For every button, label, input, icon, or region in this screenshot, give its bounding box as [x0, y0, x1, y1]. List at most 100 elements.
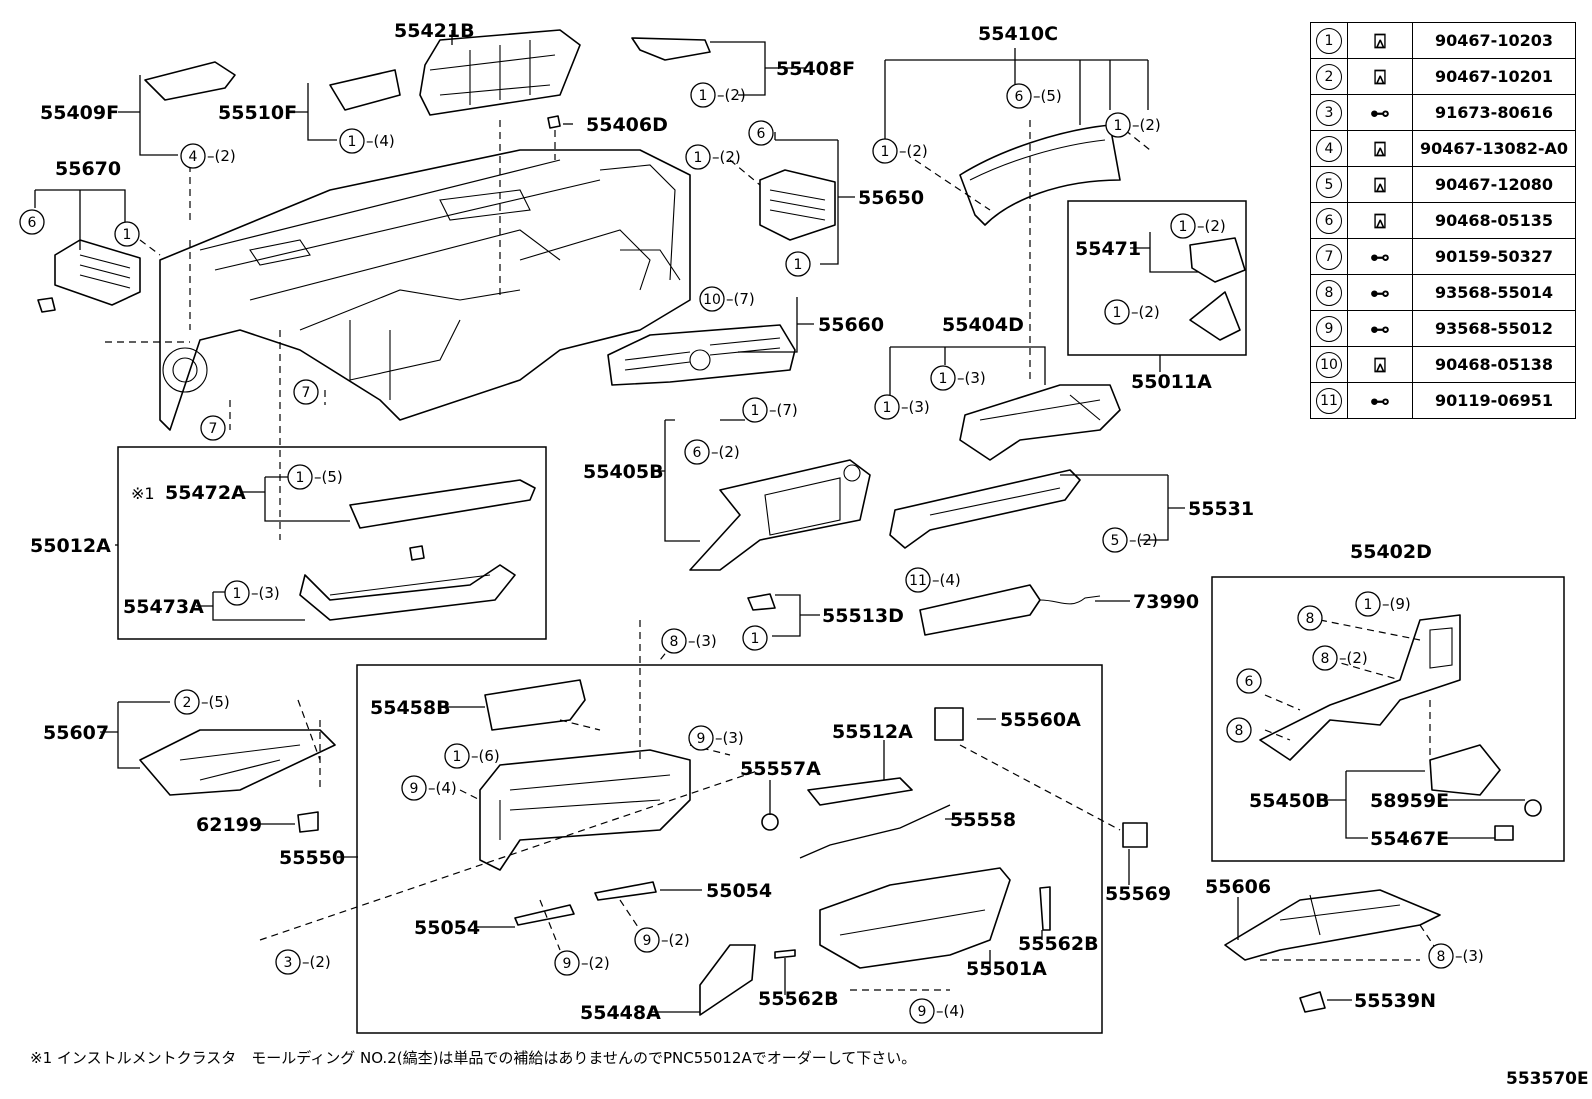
part-label[interactable]: 55512A: [832, 721, 913, 743]
part-label[interactable]: 55402D: [1350, 541, 1432, 563]
part-label[interactable]: 55405B: [583, 461, 664, 483]
legend-number: 11: [1310, 382, 1348, 419]
callout-number: 1: [881, 144, 890, 160]
part-label[interactable]: 55471: [1075, 238, 1141, 260]
callout-number: 10: [703, 292, 721, 308]
part-label[interactable]: 55472A: [165, 482, 246, 504]
legend-row: 7⊷90159-50327: [1310, 238, 1576, 275]
part-label[interactable]: 55054: [706, 880, 772, 902]
vent-55670-drawing: [54, 239, 141, 306]
legend-part-number[interactable]: 90467-10201: [1412, 58, 1576, 95]
part-label[interactable]: 73990: [1133, 591, 1199, 613]
legend-part-number[interactable]: 90467-12080: [1412, 166, 1576, 203]
legend-number: 4: [1310, 130, 1348, 167]
callout-number: 8: [1306, 611, 1315, 627]
clip-icon: ⍓: [1374, 64, 1386, 89]
legend-number-circle: 3: [1316, 99, 1342, 126]
legend-part-number[interactable]: 91673-80616: [1412, 94, 1576, 131]
part-label[interactable]: 55558: [950, 809, 1016, 831]
legend-number-circle: 9: [1316, 315, 1342, 342]
legend-part-number[interactable]: 93568-55012: [1412, 310, 1576, 347]
callout-number: 1: [233, 586, 242, 602]
legend-part-number[interactable]: 93568-55014: [1412, 274, 1576, 311]
clip-55539N-drawing: [1299, 991, 1326, 1013]
legend-part-number[interactable]: 90468-05138: [1412, 346, 1576, 383]
part-label[interactable]: 62199: [196, 814, 262, 836]
hinge-55054b-drawing: [594, 881, 657, 901]
part-label[interactable]: 55501A: [966, 958, 1047, 980]
part-label[interactable]: 55450B: [1249, 790, 1330, 812]
leader-lines: [34, 30, 1525, 1013]
part-label[interactable]: 55473A: [123, 596, 204, 618]
part-label[interactable]: 55560A: [1000, 709, 1081, 731]
callout-circle: [684, 439, 710, 465]
cover-55409F-drawing: [144, 61, 236, 101]
legend-part-number[interactable]: 90468-05135: [1412, 202, 1576, 239]
callout-circle: [1312, 645, 1338, 671]
clip-icon: ⍓: [1347, 130, 1413, 167]
part-label[interactable]: 55510F: [218, 102, 297, 124]
legend-number-circle: 11: [1316, 387, 1342, 414]
callout-1: 1 –(3): [224, 580, 280, 606]
callout-quantity: –(3): [251, 584, 280, 602]
callout-quantity: –(6): [471, 747, 500, 765]
bracket-55512A-drawing: [807, 777, 913, 806]
callout-6: 6–(5): [1006, 83, 1062, 109]
part-label[interactable]: 58959E: [1370, 790, 1449, 812]
part-label[interactable]: 55410C: [978, 23, 1058, 45]
callout-1: 1: [742, 625, 768, 651]
screw-icon: ⊷: [1347, 310, 1413, 347]
clip-icon: ⍓: [1347, 202, 1413, 239]
callout-circle: [742, 625, 768, 651]
part-label[interactable]: 55562B: [758, 988, 839, 1010]
callout-number: 2: [183, 695, 192, 711]
part-label[interactable]: 55606: [1205, 876, 1271, 898]
part-label[interactable]: 55531: [1188, 498, 1254, 520]
legend-part-number[interactable]: 90467-13082-A0: [1412, 130, 1576, 167]
legend-number-circle: 1: [1316, 27, 1342, 54]
callout-number: 11: [909, 573, 927, 589]
hinge-55054-drawing: [514, 904, 575, 926]
callout-circle: [401, 775, 427, 801]
part-label[interactable]: 55448A: [580, 1002, 661, 1024]
legend-number: 1: [1310, 22, 1348, 59]
legend-part-number[interactable]: 90159-50327: [1412, 238, 1576, 275]
part-label[interactable]: 55011A: [1131, 371, 1212, 393]
part-label[interactable]: 55409F: [40, 102, 119, 124]
footnote: ※1 インストルメントクラスタ モールディング NO.2(縞杢)は単品での補給は…: [30, 1049, 917, 1067]
legend-part-number[interactable]: 90119-06951: [1412, 382, 1576, 419]
part-label[interactable]: 55660: [818, 314, 884, 336]
frame-55550-drawing: [479, 749, 691, 871]
part-label[interactable]: 55550: [279, 847, 345, 869]
part-label[interactable]: 55513D: [822, 605, 904, 627]
part-label[interactable]: 55458B: [370, 697, 451, 719]
part-label[interactable]: 55408F: [776, 58, 855, 80]
callout-number: 1: [794, 257, 803, 273]
part-label[interactable]: 55562B: [1018, 933, 1099, 955]
callout-5: 5–(2): [1102, 527, 1158, 553]
part-label[interactable]: 55012A: [30, 535, 111, 557]
part-label[interactable]: 55670: [55, 158, 121, 180]
legend-part-number[interactable]: 90467-10203: [1412, 22, 1576, 59]
callout-6: 6–(2): [684, 439, 740, 465]
part-label[interactable]: 55557A: [740, 758, 821, 780]
screw-icon: ⊷: [1370, 244, 1390, 269]
part-label[interactable]: 55406D: [586, 114, 668, 136]
callout-circle: [742, 397, 768, 423]
legend-row: 1⍓90467-10203: [1310, 22, 1576, 59]
callout-quantity: –(3): [957, 369, 986, 387]
part-label[interactable]: 55569: [1105, 883, 1171, 905]
callout-number: 1: [883, 400, 892, 416]
part-label[interactable]: 55054: [414, 917, 480, 939]
part-label[interactable]: 55467E: [1370, 828, 1449, 850]
part-label[interactable]: 55404D: [942, 314, 1024, 336]
part-label[interactable]: 55421B: [394, 20, 475, 42]
cover-55510F-drawing: [329, 69, 401, 111]
part-label[interactable]: 55607: [43, 722, 109, 744]
panel-55471-drawing: [1189, 237, 1246, 283]
callout-1: 1–(7): [742, 397, 798, 423]
callout-1: 1: [114, 221, 140, 247]
part-label[interactable]: 55650: [858, 187, 924, 209]
part-label[interactable]: 55539N: [1354, 990, 1436, 1012]
